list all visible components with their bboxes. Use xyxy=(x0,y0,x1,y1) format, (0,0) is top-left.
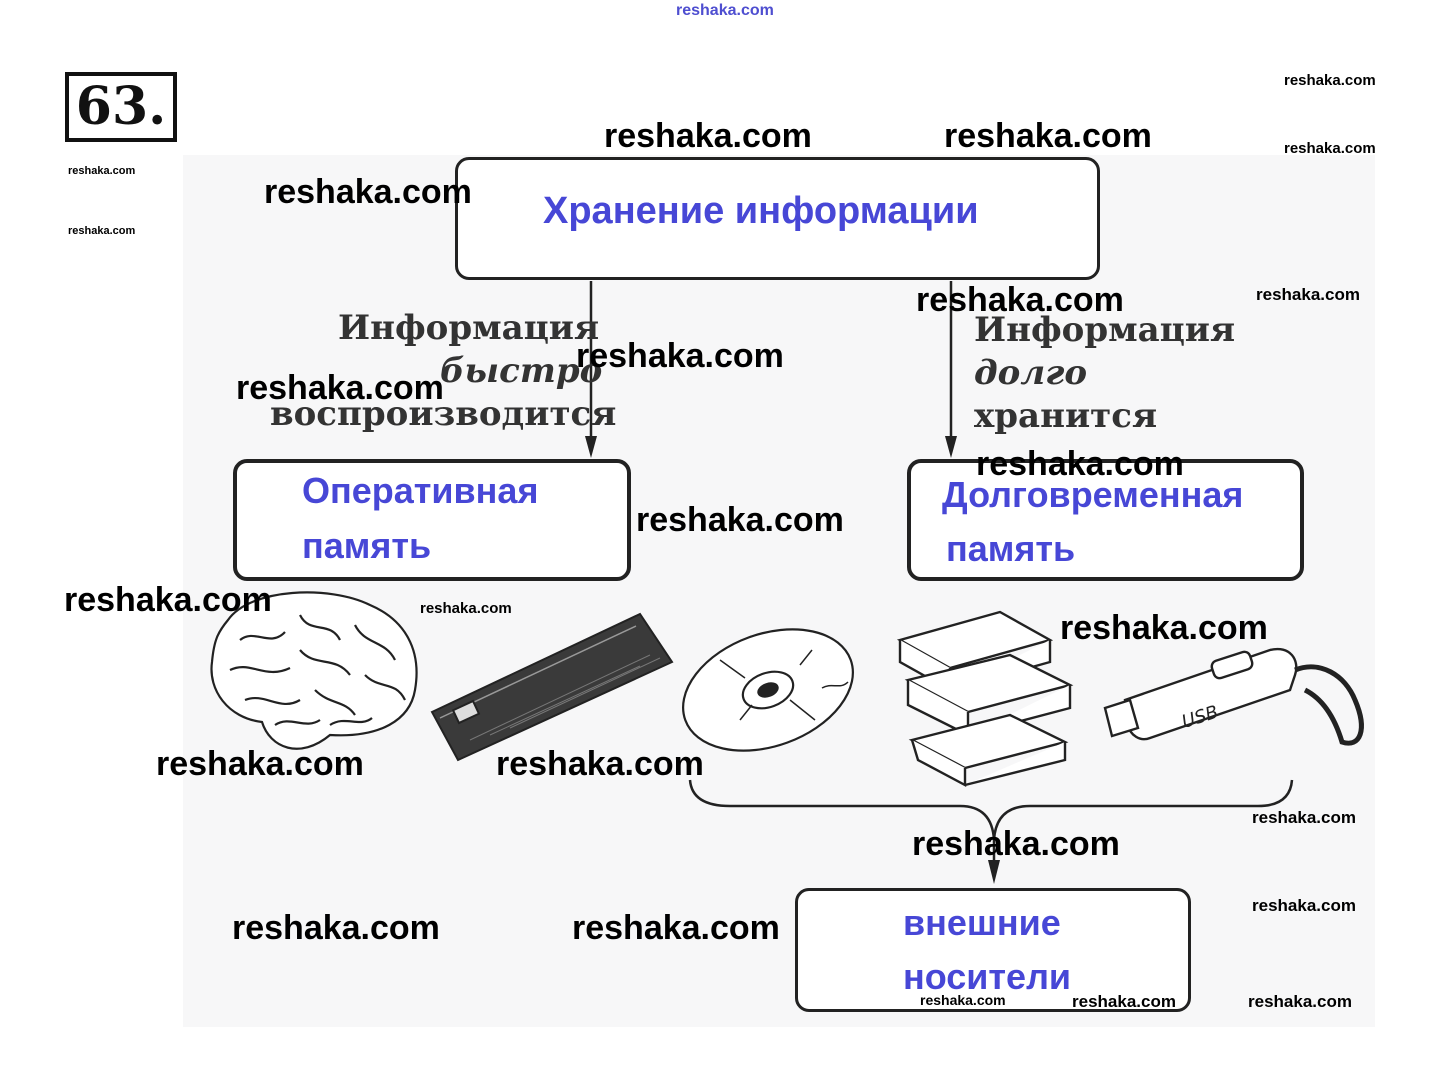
watermark-small: reshaka.com xyxy=(1072,992,1176,1011)
books-icon xyxy=(896,610,1074,787)
storage-title: Хранение информации xyxy=(543,190,979,232)
watermark-small: reshaka.com xyxy=(1252,808,1356,827)
brace-external xyxy=(688,779,1294,868)
ram-module-icon xyxy=(430,612,674,762)
right-label-line3: хранится xyxy=(974,396,1158,436)
watermark-small: reshaka.com xyxy=(1284,140,1376,157)
ram-box xyxy=(233,459,631,581)
watermark: reshaka.com xyxy=(976,445,1184,483)
longterm-title-line2: память xyxy=(946,528,1076,569)
watermark-small: reshaka.com xyxy=(1248,992,1352,1011)
watermark-tiny: reshaka.com xyxy=(68,225,136,237)
watermark-small: reshaka.com xyxy=(420,600,512,617)
watermark-tiny: reshaka.com xyxy=(68,165,136,177)
storage-box xyxy=(455,157,1100,280)
watermark: reshaka.com xyxy=(636,501,844,539)
watermark-small: reshaka.com xyxy=(1284,72,1376,89)
right-label-line2: долго xyxy=(974,353,1088,393)
diagram-background xyxy=(183,155,1375,1027)
external-title-line2: носители xyxy=(903,956,1072,997)
left-label-line2: быстро xyxy=(440,351,603,391)
watermark: reshaka.com xyxy=(496,745,704,783)
problem-number: 63. xyxy=(65,72,177,142)
watermark: reshaka.com xyxy=(64,581,272,619)
watermark: reshaka.com xyxy=(156,745,364,783)
cd-disc-icon xyxy=(682,628,854,752)
watermark: reshaka.com xyxy=(912,825,1120,863)
watermark: reshaka.com xyxy=(232,909,440,947)
watermark: reshaka.com xyxy=(236,369,444,407)
watermark: reshaka.com xyxy=(916,281,1124,319)
watermark: reshaka.com xyxy=(576,337,784,375)
ram-title-line1: Оперативная xyxy=(302,470,539,511)
external-title-line1: внешние xyxy=(903,902,1061,943)
watermark-small: reshaka.com xyxy=(1256,285,1360,304)
watermark: reshaka.com xyxy=(264,173,472,211)
longterm-title-line1: Долговременная xyxy=(942,474,1244,515)
watermark: reshaka.com xyxy=(944,117,1152,155)
external-box xyxy=(795,888,1191,1012)
usb-flash-icon: USB xyxy=(1103,647,1364,746)
watermark: reshaka.com xyxy=(1060,609,1268,647)
right-label-line1: Информация xyxy=(974,310,1236,350)
header-watermark: reshaka.com xyxy=(676,2,774,19)
left-label-line1: Информация xyxy=(338,308,600,348)
longterm-box xyxy=(907,459,1304,581)
watermark: reshaka.com xyxy=(604,117,812,155)
brain-icon xyxy=(210,591,418,750)
watermark-small: reshaka.com xyxy=(1252,896,1356,915)
left-label-line3: воспроизводится xyxy=(270,394,617,434)
watermark-small: reshaka.com xyxy=(920,992,1006,1008)
watermark: reshaka.com xyxy=(572,909,780,947)
ram-title-line2: память xyxy=(302,525,432,566)
